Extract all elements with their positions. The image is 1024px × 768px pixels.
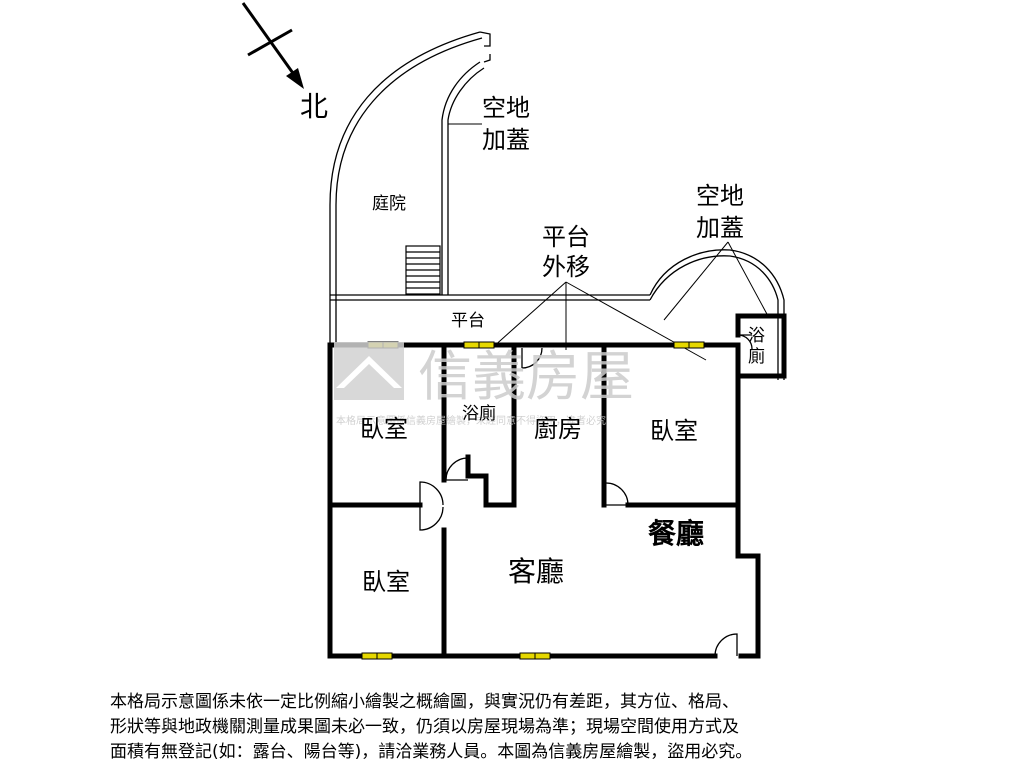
leader-lines <box>448 123 769 361</box>
open-build-right-line1: 空地 <box>696 182 744 210</box>
door-bedroom-bottom <box>419 506 444 531</box>
watermark-brand: 信義房屋 <box>418 345 634 408</box>
watermark-logo-icon <box>334 342 404 400</box>
room-bathroom-center: 浴廁 <box>462 403 496 424</box>
door-entrance <box>714 633 738 657</box>
room-kitchen: 廚房 <box>534 415 582 443</box>
disclaimer-line: 本格局示意圖係未依一定比例縮小繪製之概繪圖，與實況仍有差距，其方位、格局、 <box>110 692 739 712</box>
room-bedroom-top-left: 臥室 <box>360 415 408 443</box>
platform-moved-line1: 平台 <box>542 223 590 251</box>
room-bathroom-right-1: 浴 <box>748 326 765 346</box>
doors <box>419 334 753 657</box>
open-build-left-line1: 空地 <box>482 94 530 122</box>
door-bathroom <box>445 457 469 481</box>
disclaimer-line: 形狀等與地政機關測量成果圖未必一致，仍須以房屋現場為準；現場空間使用方式及 <box>110 717 739 737</box>
room-bedroom-top-right: 臥室 <box>650 417 698 445</box>
stairs <box>405 245 441 295</box>
room-courtyard: 庭院 <box>372 194 406 214</box>
disclaimer: 本格局示意圖係未依一定比例縮小繪製之概繪圖，與實況仍有差距，其方位、格局、 形狀… <box>110 690 910 765</box>
north-arrow-icon <box>241 2 304 89</box>
door-bathroom-right <box>737 334 753 350</box>
room-bedroom-bottom-left: 臥室 <box>362 568 410 596</box>
room-platform: 平台 <box>451 311 485 331</box>
watermark: 信義房屋 本格局示意圖係信義房屋繪製，未經同意不得盜用，違者必究 <box>334 342 634 427</box>
door-kitchen-top <box>521 347 543 369</box>
room-bathroom-right-2: 廁 <box>748 346 765 367</box>
open-build-right-line2: 加蓋 <box>696 214 744 242</box>
room-dining: 餐廳 <box>648 517 704 550</box>
floor-plan: 北 <box>241 2 787 660</box>
watermark-small: 本格局示意圖係信義房屋繪製，未經同意不得盜用，違者必究 <box>336 414 606 427</box>
north-label: 北 <box>300 90 328 123</box>
platform-moved-line2: 外移 <box>542 253 590 281</box>
door-bedroom-top <box>419 481 444 506</box>
room-living: 客廳 <box>508 555 564 588</box>
disclaimer-line: 面積有無登記(如：露台、陽台等)，請洽業務人員。本圖為信義房屋繪製，盜用必究。 <box>110 742 753 762</box>
courtyard-outline <box>329 31 785 380</box>
door-bedroom-right <box>605 482 629 506</box>
open-build-left-line2: 加蓋 <box>482 126 530 154</box>
